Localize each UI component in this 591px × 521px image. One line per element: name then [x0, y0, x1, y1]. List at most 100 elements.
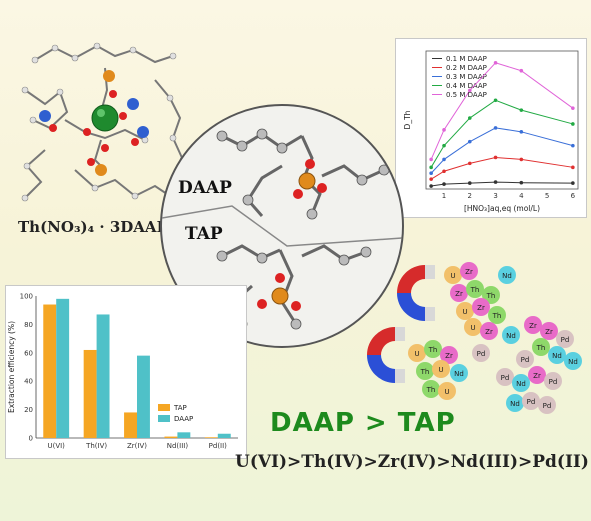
svg-text:Th: Th: [426, 386, 436, 394]
svg-text:Pd: Pd: [527, 398, 536, 406]
svg-text:Th: Th: [428, 346, 438, 354]
thorium-complex-illustration: [21, 42, 187, 202]
x-tick-label: U(VI): [47, 442, 65, 450]
x-tick-label: Zr(IV): [127, 442, 147, 450]
legend-entry: 0.1 M DAAP: [446, 55, 487, 63]
x-tick-label: 5: [545, 192, 549, 200]
svg-text:Th: Th: [486, 292, 496, 300]
svg-text:Pd: Pd: [543, 402, 552, 410]
y-axis-label: Extraction efficiency (%): [7, 321, 16, 413]
complex-formula-label: Th(NO₃)₄ · 3DAAP: [18, 218, 168, 236]
svg-text:Nd: Nd: [502, 272, 512, 280]
data-point: [467, 139, 472, 144]
legend-entry: 0.2 M DAAP: [446, 64, 487, 72]
svg-text:Nd: Nd: [516, 380, 526, 388]
y-tick-label: 40: [24, 378, 33, 386]
data-point: [493, 61, 498, 65]
data-point: [467, 161, 472, 166]
x-axis-label: [HNO₃]aq,eq (mol/L): [464, 204, 540, 213]
data-point: [571, 122, 575, 126]
svg-text:U: U: [470, 324, 475, 332]
svg-text:Nd: Nd: [510, 400, 520, 408]
legend-swatch: [158, 404, 170, 411]
svg-text:Pd: Pd: [501, 374, 510, 382]
y-tick-label: 60: [24, 349, 33, 357]
daap-structure-label: DAAP: [178, 178, 232, 198]
series-line: [430, 62, 574, 160]
x-tick-label: Pd(II): [209, 442, 228, 450]
data-point: [519, 108, 524, 112]
svg-text:U: U: [438, 366, 443, 374]
svg-text:Th: Th: [470, 286, 480, 294]
bar: [96, 314, 110, 438]
svg-text:Nd: Nd: [552, 352, 562, 360]
data-point: [429, 177, 433, 181]
svg-text:Pd: Pd: [477, 350, 486, 358]
selectivity-order: U(VI)>Th(IV)>Zr(IV)>Nd(III)>Pd(II): [235, 452, 589, 472]
data-point: [493, 155, 498, 160]
magnet-icon: [397, 265, 435, 321]
data-point: [571, 106, 575, 110]
svg-text:U: U: [462, 308, 467, 316]
bar: [164, 436, 178, 438]
bar: [177, 432, 191, 438]
data-point: [571, 181, 575, 185]
data-point: [467, 88, 472, 93]
x-tick-label: 6: [571, 192, 576, 200]
svg-text:Pd: Pd: [549, 378, 558, 386]
x-tick-label: Th(IV): [85, 442, 107, 450]
y-tick-label: 80: [24, 321, 33, 329]
data-point: [493, 126, 498, 130]
data-point: [442, 182, 446, 186]
svg-text:Th: Th: [420, 368, 430, 376]
bar: [137, 355, 150, 438]
y-tick-label: 20: [24, 406, 33, 414]
svg-text:Zr: Zr: [477, 304, 485, 312]
tap-structure-label: TAP: [185, 224, 223, 244]
data-point: [467, 116, 472, 120]
y-tick-label: 0: [29, 435, 33, 443]
data-point: [467, 181, 472, 185]
series-line: [431, 181, 573, 187]
svg-text:Zr: Zr: [465, 268, 473, 276]
series-line: [430, 99, 573, 168]
data-point: [493, 180, 498, 184]
data-point: [442, 169, 446, 174]
data-point: [429, 165, 433, 170]
plot-frame: [425, 50, 579, 190]
data-point: [571, 143, 575, 148]
svg-text:Zr: Zr: [529, 322, 537, 330]
series-line: [430, 156, 573, 180]
svg-text:U: U: [414, 350, 419, 358]
x-tick-label: 4: [519, 192, 524, 200]
data-point: [519, 68, 524, 73]
bar: [43, 304, 57, 438]
x-tick-label: Nd(III): [167, 442, 189, 450]
svg-text:Pd: Pd: [561, 336, 570, 344]
svg-text:Zr: Zr: [445, 352, 453, 360]
data-point: [429, 171, 433, 176]
svg-text:Th: Th: [492, 312, 502, 320]
svg-text:Pd: Pd: [521, 356, 530, 364]
bar: [124, 412, 137, 438]
svg-text:Zr: Zr: [455, 290, 463, 298]
legend-entry: 0.3 M DAAP: [446, 73, 487, 81]
svg-text:Zr: Zr: [533, 372, 541, 380]
data-point: [519, 180, 524, 185]
legend-swatch: [158, 415, 170, 422]
svg-text:Th: Th: [536, 344, 546, 352]
legend-entry: 0.4 M DAAP: [446, 82, 487, 90]
y-tick-label: 100: [20, 293, 33, 301]
legend-entry: 0.5 M DAAP: [446, 91, 487, 99]
bar: [56, 298, 70, 438]
x-tick-label: 3: [493, 192, 497, 200]
x-tick-label: 2: [468, 192, 472, 200]
svg-text:Zr: Zr: [485, 328, 493, 336]
svg-text:Nd: Nd: [506, 332, 516, 340]
bar: [217, 433, 231, 438]
svg-text:U: U: [444, 388, 449, 396]
